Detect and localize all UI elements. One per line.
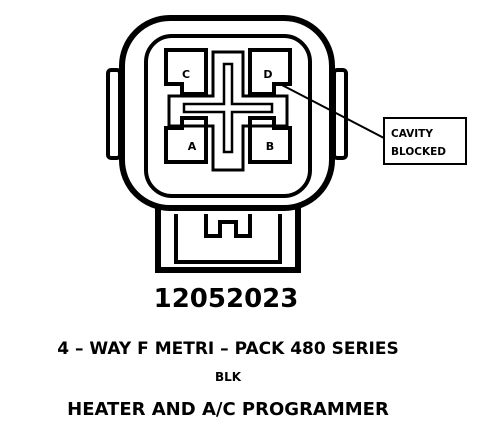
component-name: HEATER AND A/C PROGRAMMER	[67, 399, 389, 420]
connector-color-code: BLK	[214, 370, 242, 384]
latch-release-tongue	[204, 214, 252, 238]
callout-leader-line	[279, 83, 385, 139]
cavity-a	[164, 116, 208, 164]
callout-line-2: BLOCKED	[391, 146, 446, 158]
right-lock-rib	[332, 68, 348, 160]
callout-box	[383, 117, 467, 165]
connector-inner-face	[144, 34, 312, 198]
part-number: 12052023	[153, 284, 299, 314]
cavity-a-label: A	[188, 140, 197, 153]
left-lock-rib	[106, 68, 122, 160]
cavity-b-label: B	[266, 140, 274, 153]
connector-description: 4 – WAY F METRI – PACK 480 SERIES	[57, 339, 399, 359]
cavity-d	[248, 48, 292, 96]
cavity-d-label: D	[263, 68, 272, 81]
callout-line-1: CAVITY	[391, 128, 433, 140]
cavity-cross-separator	[167, 50, 289, 172]
cavity-c	[164, 48, 208, 96]
latch-tab-inner	[174, 214, 282, 264]
connector-face-diagram: C D A B CAVITY BLOCKED	[106, 15, 467, 273]
cavity-cross-inner	[182, 62, 274, 154]
cavity-c-label: C	[182, 68, 190, 81]
cavity-b	[248, 116, 292, 164]
connector-latch-tab	[155, 208, 301, 273]
